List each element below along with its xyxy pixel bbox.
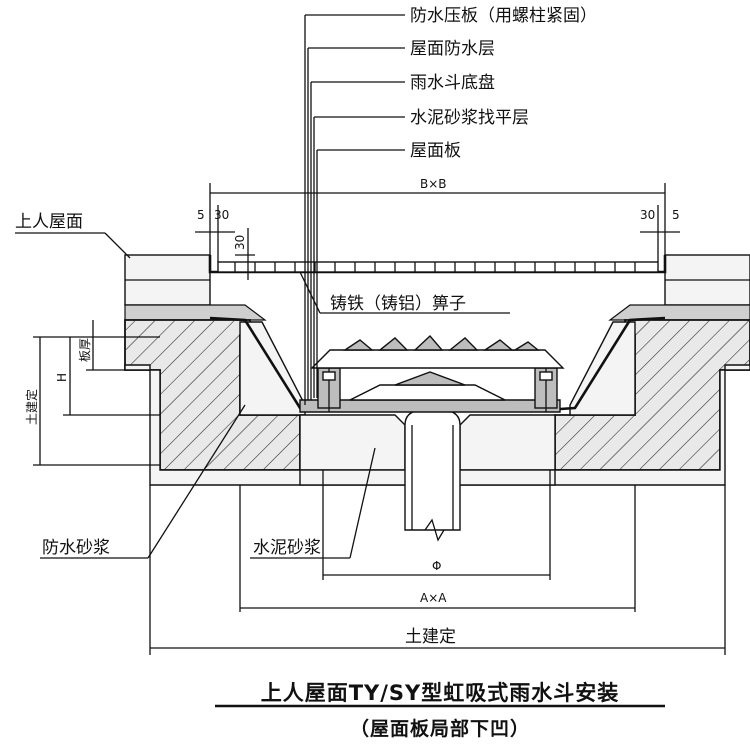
dim-by-civil-vertical: 土建定	[24, 389, 39, 425]
label-accessible-roof: 上人屋面	[15, 212, 83, 232]
dim-offset-left-30: 30	[214, 208, 229, 222]
label-pressing-plate: 防水压板（用螺柱紧固）	[410, 6, 597, 26]
roof-slab-concrete	[124, 319, 750, 486]
drawing-title: 上人屋面TY/SY型虹吸式雨水斗安装	[261, 681, 620, 705]
leader-lines	[15, 14, 510, 559]
roof-layers	[124, 254, 750, 321]
dim-offset-right-5: 5	[672, 208, 680, 222]
drain-pipe	[404, 409, 461, 542]
drawing-subtitle: （屋面板局部下凹）	[350, 717, 530, 740]
label-grate: 铸铁（铸铝）箅子	[330, 294, 466, 314]
dim-slab-thickness: 板厚	[78, 338, 92, 362]
label-drain-base: 雨水斗底盘	[410, 73, 495, 93]
dimension-lines	[33, 183, 726, 655]
label-waterproof-mortar: 防水砂浆	[42, 538, 110, 558]
label-roof-waterproof-layer: 屋面防水层	[410, 39, 495, 59]
dim-depth-30: 30	[233, 235, 247, 250]
waterproof-mortar	[209, 316, 666, 416]
pressing-plate	[317, 360, 558, 412]
label-screed-layer: 水泥砂浆找平层	[410, 108, 529, 128]
label-roof-slab: 屋面板	[410, 141, 461, 161]
dim-pipe-diameter: Φ	[432, 559, 441, 573]
dim-by-civil-horizontal: 土建定	[405, 627, 456, 647]
drain-grate-fins	[310, 334, 565, 369]
dim-grate-size: B×B	[420, 177, 447, 191]
surface-grate	[208, 255, 667, 274]
dim-offset-left-5: 5	[197, 208, 205, 222]
drain-base	[299, 371, 561, 413]
dim-drain-size: A×A	[420, 591, 447, 605]
dim-offset-right-30: 30	[640, 208, 655, 222]
dim-height-h: H	[55, 373, 69, 382]
label-cement-mortar: 水泥砂浆	[253, 538, 321, 558]
